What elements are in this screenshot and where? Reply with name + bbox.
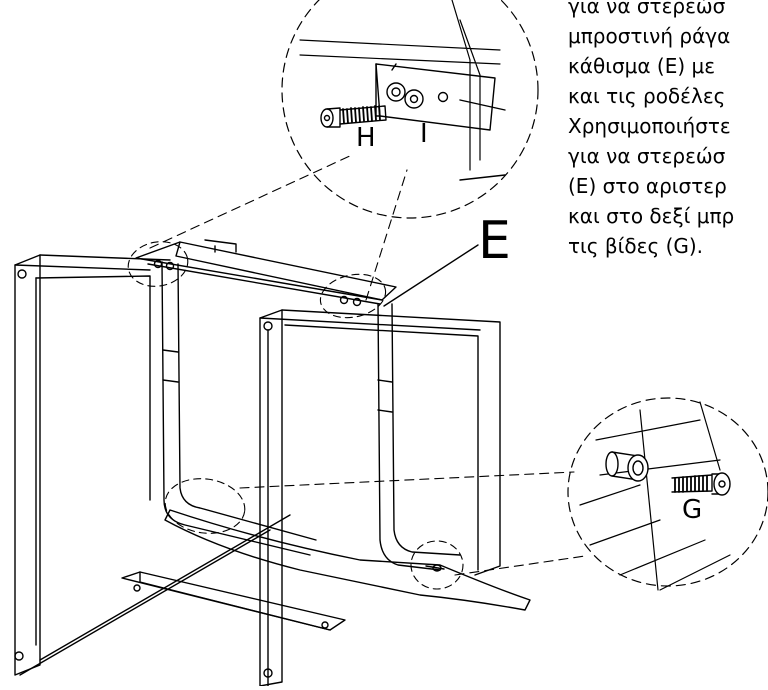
pointer-e (383, 244, 479, 307)
hole (437, 91, 449, 103)
instruction-line: τις βίδες (G). (568, 234, 704, 258)
instruction-line: κάθισμα (E) με (568, 54, 716, 78)
detail-circle-top (281, 0, 539, 219)
instruction-line: και τις ροδέλες (568, 84, 726, 108)
label-e: E (478, 211, 511, 271)
leader-lines (149, 154, 586, 576)
detail-circle-right (567, 397, 768, 591)
seat-rail-e (135, 239, 397, 307)
foot-bolt (425, 564, 445, 572)
instruction-text: για να στερεώσ μπροστινή ράγα κάθισμα (E… (568, 0, 768, 261)
instruction-line: για να στερεώσ (568, 0, 726, 18)
instruction-line: και στο δεξί μπρ (568, 204, 735, 228)
label-g: G (682, 495, 702, 525)
seat-base (164, 509, 531, 611)
bent-tube-left (161, 261, 317, 556)
instruction-line: για να στερεώσ (568, 144, 726, 168)
instruction-line: Χρησιμοποιήστε (568, 114, 731, 138)
screw-g (671, 472, 731, 496)
barrel-nut (605, 451, 649, 482)
bent-tube-right (377, 303, 461, 571)
instruction-line: μπροστινή ράγα (568, 24, 731, 48)
bolt-head-mounted (386, 82, 406, 102)
screw-h (320, 105, 387, 128)
instruction-line: (E) στο αριστερ (568, 174, 727, 198)
label-h: H (356, 123, 376, 153)
zoom-ellipses (127, 241, 464, 590)
bolt-socket (391, 87, 401, 97)
washer-i (404, 89, 424, 109)
right-frame (259, 309, 501, 687)
label-i: I (420, 119, 428, 149)
left-frame (14, 254, 291, 676)
lower-rail (121, 571, 346, 631)
